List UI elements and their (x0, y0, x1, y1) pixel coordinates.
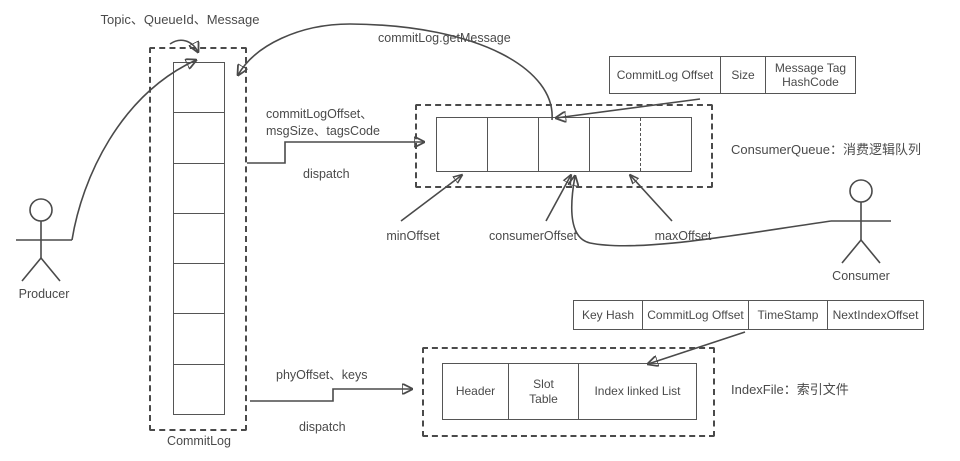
commitlog-cells (173, 62, 225, 415)
offset-marker-minoffset: minOffset (386, 229, 440, 243)
consumerqueue-cells (436, 117, 692, 172)
commitlog-cell[interactable] (174, 363, 224, 414)
edge-label-dispatch-idx-payload: phyOffset、keys (276, 368, 368, 382)
commitlog-cell[interactable] (174, 162, 224, 213)
indexfile-label: IndexFile：索引文件 (731, 382, 849, 397)
indexfile-section-slot-table[interactable]: Slot Table (508, 364, 578, 419)
consumer-label: Consumer (832, 269, 890, 283)
edge-label-dispatch-cq-action: dispatch (303, 167, 350, 181)
consumerqueue-cell[interactable] (640, 118, 691, 171)
index-record-field-timestamp[interactable]: TimeStamp (748, 301, 827, 329)
record-field-size[interactable]: Size (720, 57, 765, 93)
commitlog-cell[interactable] (174, 212, 224, 263)
commitlog-cell[interactable] (174, 263, 224, 313)
commitlog-label: CommitLog (167, 434, 231, 448)
producer-figure (16, 198, 72, 282)
edge-label-dispatch-cq-payload-1: commitLogOffset、 (266, 107, 373, 121)
index-record-field-key-hash[interactable]: Key Hash (581, 307, 635, 322)
indexfile-section-index-linked-list[interactable]: Index linked List (578, 364, 696, 419)
consumerqueue-cell[interactable] (538, 118, 589, 171)
offset-marker-consumeroffset: consumerOffset (488, 229, 578, 243)
index-record-field-commitlog-offset[interactable]: CommitLog Offset (642, 301, 748, 329)
record-field-commitlog-offset[interactable]: CommitLog Offset (616, 67, 714, 82)
edge-label-dispatch-cq-payload-2: msgSize、tagsCode (266, 124, 380, 138)
consumerqueue-cell[interactable] (589, 118, 640, 171)
commitlog-cell[interactable] (174, 313, 224, 363)
indexfile-sections: Header Slot Table Index linked List (442, 363, 697, 420)
consumer-figure (831, 179, 891, 264)
edge-label-get-message: commitLog.getMessage (378, 31, 511, 45)
index-record-field-nextindexoffset[interactable]: NextIndexOffset (827, 301, 923, 329)
connector-dispatch-indexfile (250, 389, 412, 402)
consumerqueue-cell[interactable] (437, 118, 487, 171)
consumerqueue-label: ConsumerQueue：消费逻辑队列 (731, 142, 921, 157)
indexfile-container (422, 347, 715, 437)
commitlog-cell[interactable] (174, 63, 224, 112)
indexfile-entry-record: Key Hash CommitLog Offset TimeStamp Next… (573, 300, 924, 330)
offset-marker-maxoffset: maxOffset (654, 229, 712, 243)
record-field-message-tag-hashcode[interactable]: Message Tag HashCode (765, 57, 855, 93)
producer-label: Producer (18, 287, 70, 301)
consumerqueue-entry-record: CommitLog Offset Size Message Tag HashCo… (609, 56, 856, 94)
edge-label-produce: Topic、QueueId、Message (100, 12, 260, 27)
connector-dispatch-consumerqueue (247, 142, 424, 164)
commitlog-cell[interactable] (174, 112, 224, 162)
indexfile-section-header[interactable]: Header (455, 384, 496, 399)
consumerqueue-cell[interactable] (487, 118, 538, 171)
edge-label-dispatch-idx-action: dispatch (299, 420, 346, 434)
